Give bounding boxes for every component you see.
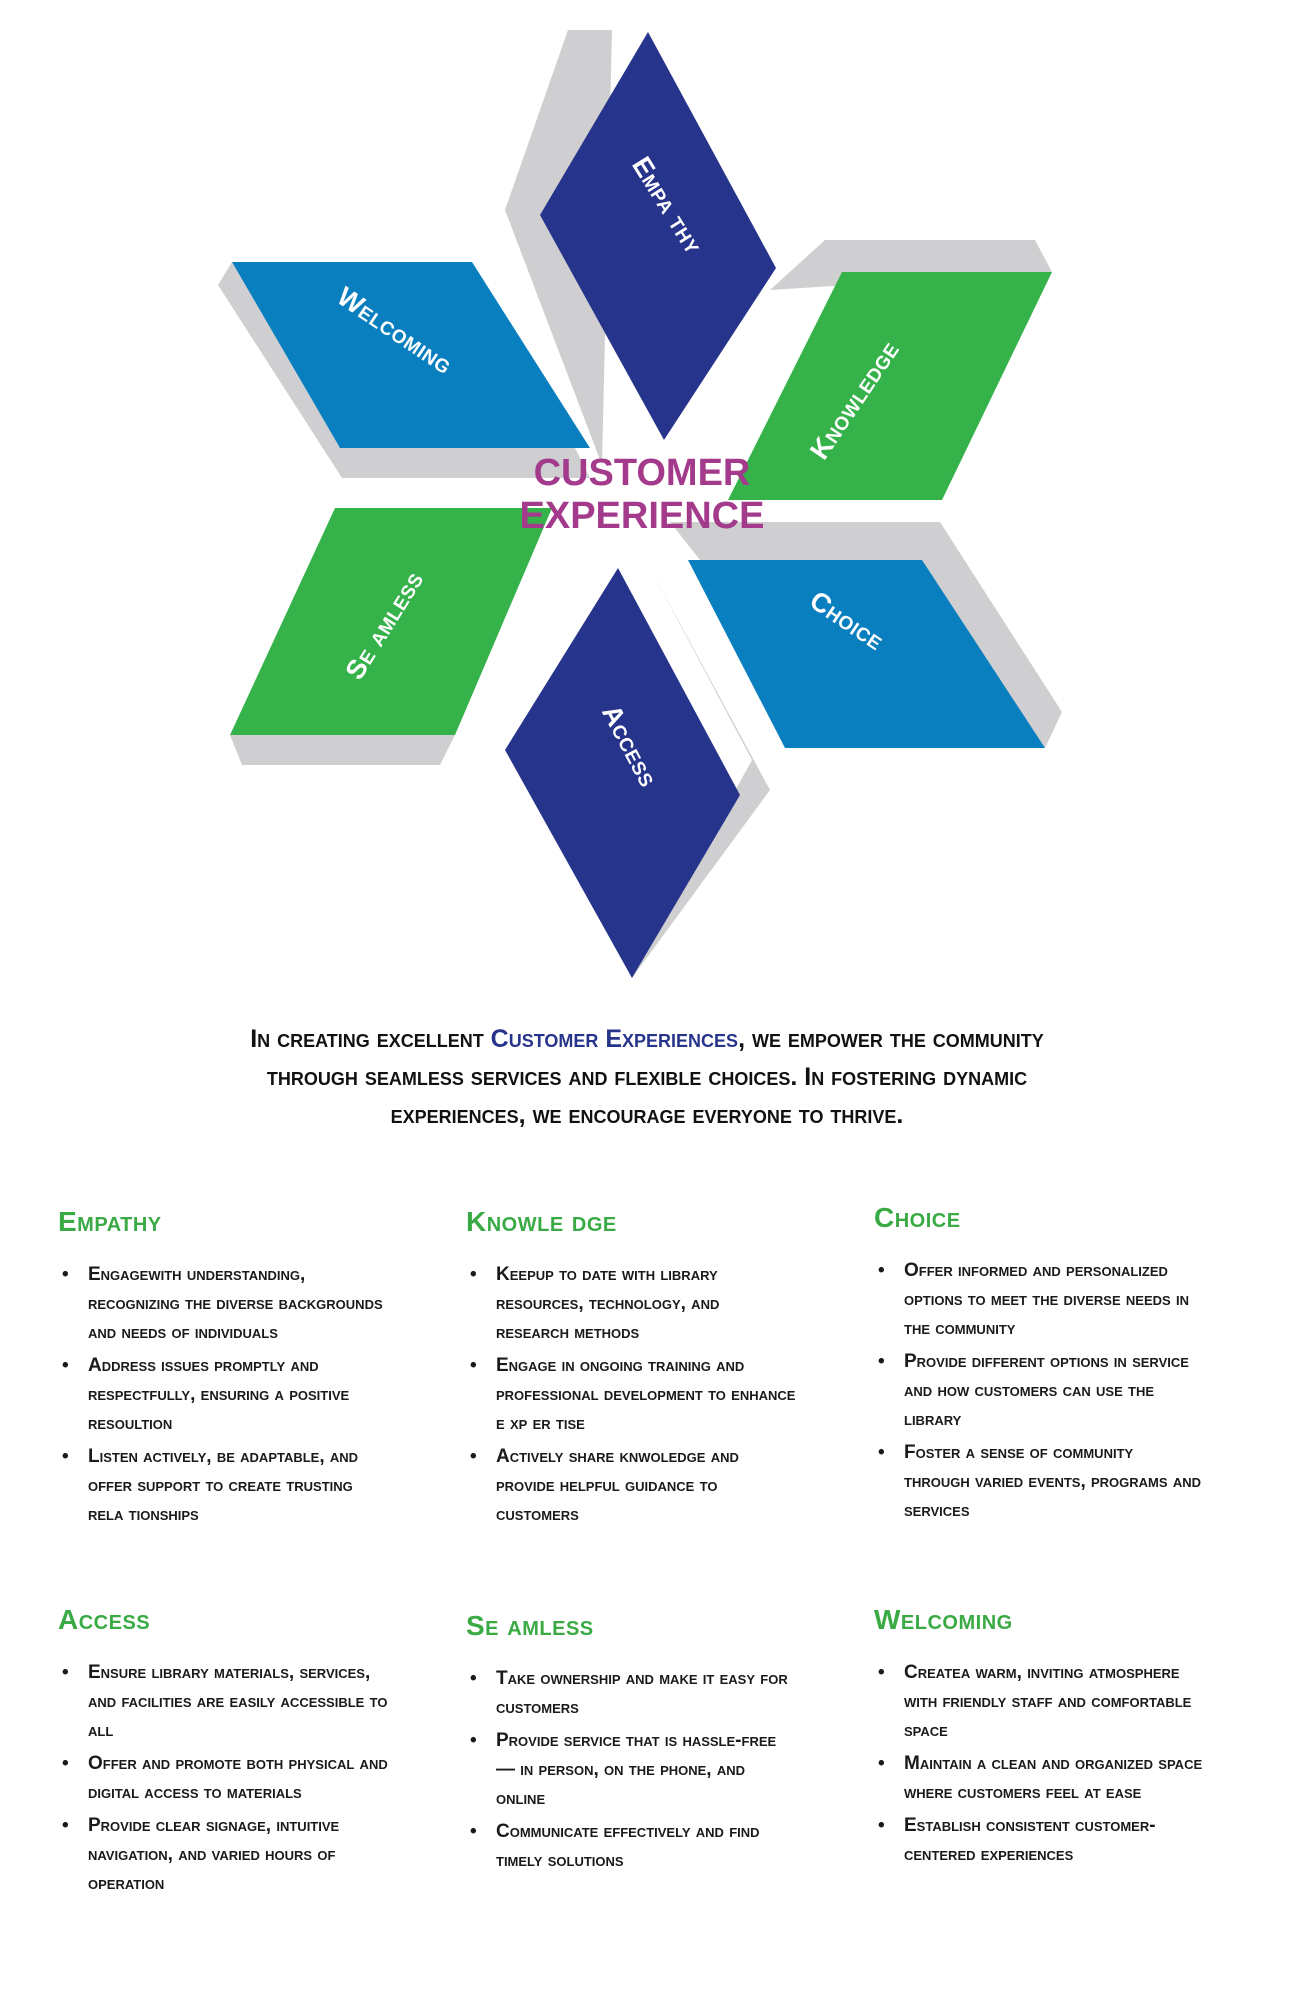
list-item: Actively share knwoledge and provide hel…	[466, 1442, 796, 1529]
center-title-line1: CUSTOMER	[534, 452, 751, 494]
access-petal	[505, 568, 740, 978]
intro-text-part2: , we empower the community through seaml…	[266, 1025, 1044, 1129]
list-item: Maintain a clean and organized space whe…	[874, 1749, 1204, 1807]
seamless-petal	[230, 508, 552, 735]
empathy-list: Engagewith understanding, recognizing th…	[58, 1260, 388, 1529]
choice-title: Choice	[874, 1202, 961, 1233]
empathy-title: Empathy	[58, 1206, 162, 1237]
list-item: Take ownership and make it easy for cust…	[466, 1664, 796, 1722]
seamless-list: Take ownership and make it easy for cust…	[466, 1664, 796, 1875]
knowledge-list: Keepup to date with library resources, t…	[466, 1260, 796, 1529]
choice-petal	[688, 560, 1045, 748]
access-title: Access	[58, 1604, 151, 1635]
welcoming-petal-shadow	[218, 262, 590, 478]
list-item: Provide clear signage, intuitive navigat…	[58, 1811, 388, 1898]
seamless-title: Se amless	[466, 1610, 594, 1641]
list-item: Communicate effectively and find timely …	[466, 1817, 796, 1875]
choice-section: Choice Offer informed and personalized o…	[874, 1202, 1204, 1529]
empathy-petal	[540, 32, 776, 440]
intro-text-part1: In creating excellent	[250, 1025, 491, 1053]
list-item: Establish consistent customer-centered e…	[874, 1811, 1204, 1869]
list-item: Provide different options in service and…	[874, 1347, 1204, 1434]
center-title-line2: EXPERIENCE	[520, 495, 765, 537]
list-item: Listen actively, be adaptable, and offer…	[58, 1442, 388, 1529]
intro-highlight: Customer Experiences	[490, 1025, 739, 1053]
access-list: Ensure library materials, services, and …	[58, 1658, 388, 1898]
list-item: Address issues promptly and respectfully…	[58, 1351, 388, 1438]
seamless-section: Se amless Take ownership and make it eas…	[466, 1610, 796, 1879]
list-item: Provide service that is hassle-free — in…	[466, 1726, 796, 1813]
knowledge-section: Knowle dge Keepup to date with library r…	[466, 1206, 796, 1533]
seamless-petal-shadow	[230, 735, 455, 765]
list-item: Engagewith understanding, recognizing th…	[58, 1260, 388, 1347]
list-item: Foster a sense of community through vari…	[874, 1438, 1204, 1525]
empathy-section: Empathy Engagewith understanding, recogn…	[58, 1206, 388, 1533]
customer-experience-star-diagram: Empa thy Knowledge Choice Access Se amle…	[218, 30, 1062, 978]
intro-statement: In creating excellent Customer Experienc…	[240, 1020, 1054, 1134]
access-section: Access Ensure library materials, service…	[58, 1604, 388, 1902]
knowledge-title: Knowle dge	[466, 1206, 617, 1237]
welcoming-section: Welcoming Createa warm, inviting atmosph…	[874, 1604, 1204, 1873]
knowledge-petal	[728, 272, 1052, 500]
welcoming-list: Createa warm, inviting atmosphere with f…	[874, 1658, 1204, 1869]
list-item: Ensure library materials, services, and …	[58, 1658, 388, 1745]
welcoming-petal	[232, 262, 590, 448]
choice-list: Offer informed and personalized options …	[874, 1256, 1204, 1525]
list-item: Offer and promote both physical and digi…	[58, 1749, 388, 1807]
welcoming-title: Welcoming	[874, 1604, 1013, 1635]
list-item: Offer informed and personalized options …	[874, 1256, 1204, 1343]
list-item: Createa warm, inviting atmosphere with f…	[874, 1658, 1204, 1745]
list-item: Engage in ongoing training and professio…	[466, 1351, 796, 1438]
list-item: Keepup to date with library resources, t…	[466, 1260, 796, 1347]
